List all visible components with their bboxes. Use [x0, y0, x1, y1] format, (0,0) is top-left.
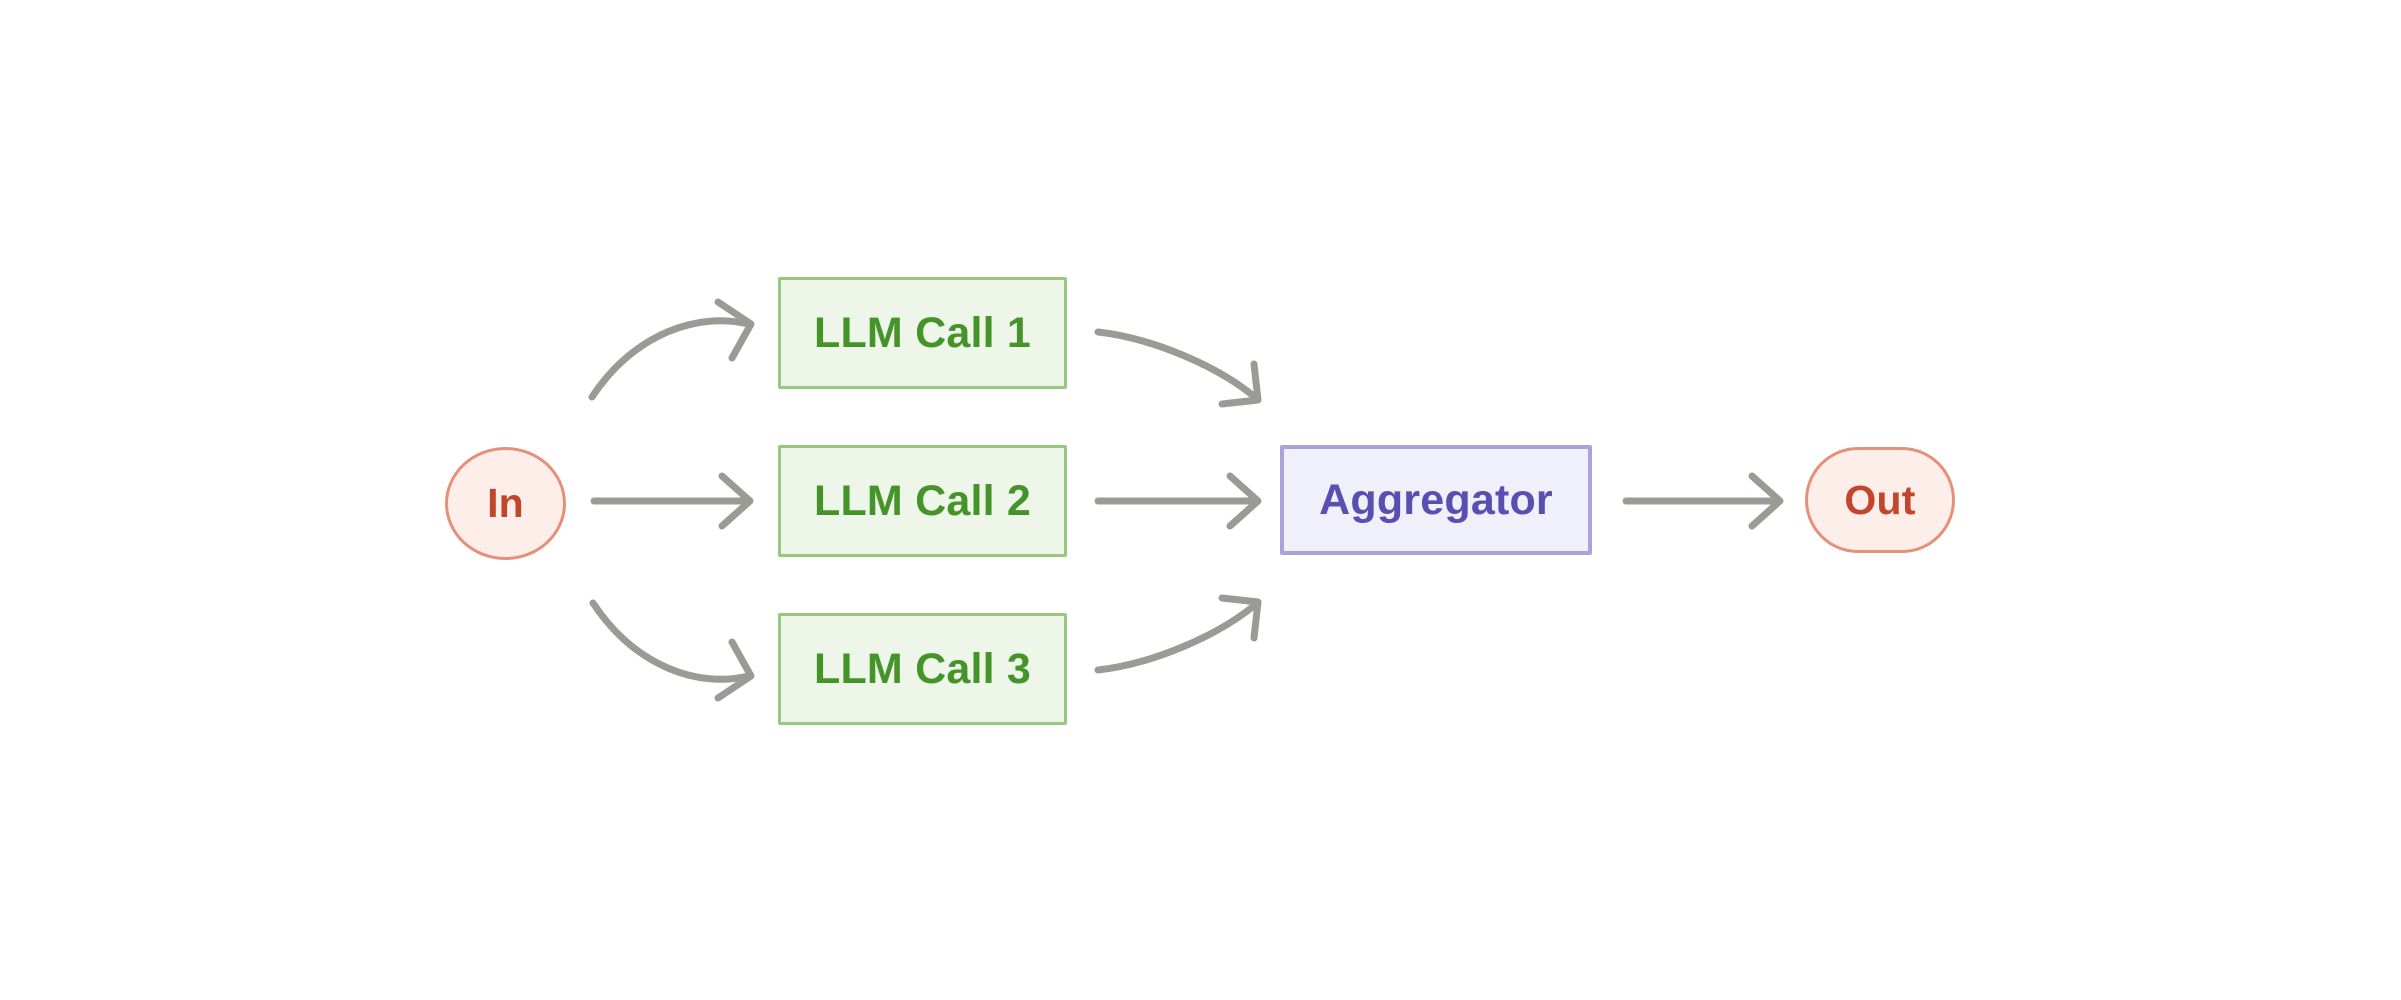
- node-llm-call-2-label: LLM Call 2: [813, 476, 1032, 525]
- node-llm-call-1[interactable]: LLM Call 1: [778, 277, 1067, 389]
- node-in[interactable]: In: [445, 447, 566, 560]
- node-llm-call-2[interactable]: LLM Call 2: [778, 445, 1067, 557]
- node-aggregator-label: Aggregator: [1319, 475, 1553, 524]
- edge-llm-call-1-to-aggregator: [1094, 328, 1262, 408]
- node-in-label: In: [487, 480, 524, 526]
- node-llm-call-3[interactable]: LLM Call 3: [778, 613, 1067, 725]
- node-out[interactable]: Out: [1805, 447, 1955, 553]
- edge-llm-call-3-to-aggregator: [1094, 594, 1262, 674]
- node-llm-call-1-label: LLM Call 1: [813, 308, 1032, 357]
- node-out-label: Out: [1844, 476, 1916, 523]
- edge-in-to-llm-call-1: [588, 298, 755, 401]
- edge-in-to-llm-call-2: [590, 472, 754, 530]
- edge-aggregator-to-out: [1622, 472, 1784, 530]
- edge-in-to-llm-call-3: [589, 599, 755, 702]
- node-llm-call-3-label: LLM Call 3: [813, 644, 1032, 693]
- edge-llm-call-2-to-aggregator: [1094, 472, 1262, 530]
- node-aggregator[interactable]: Aggregator: [1280, 445, 1592, 555]
